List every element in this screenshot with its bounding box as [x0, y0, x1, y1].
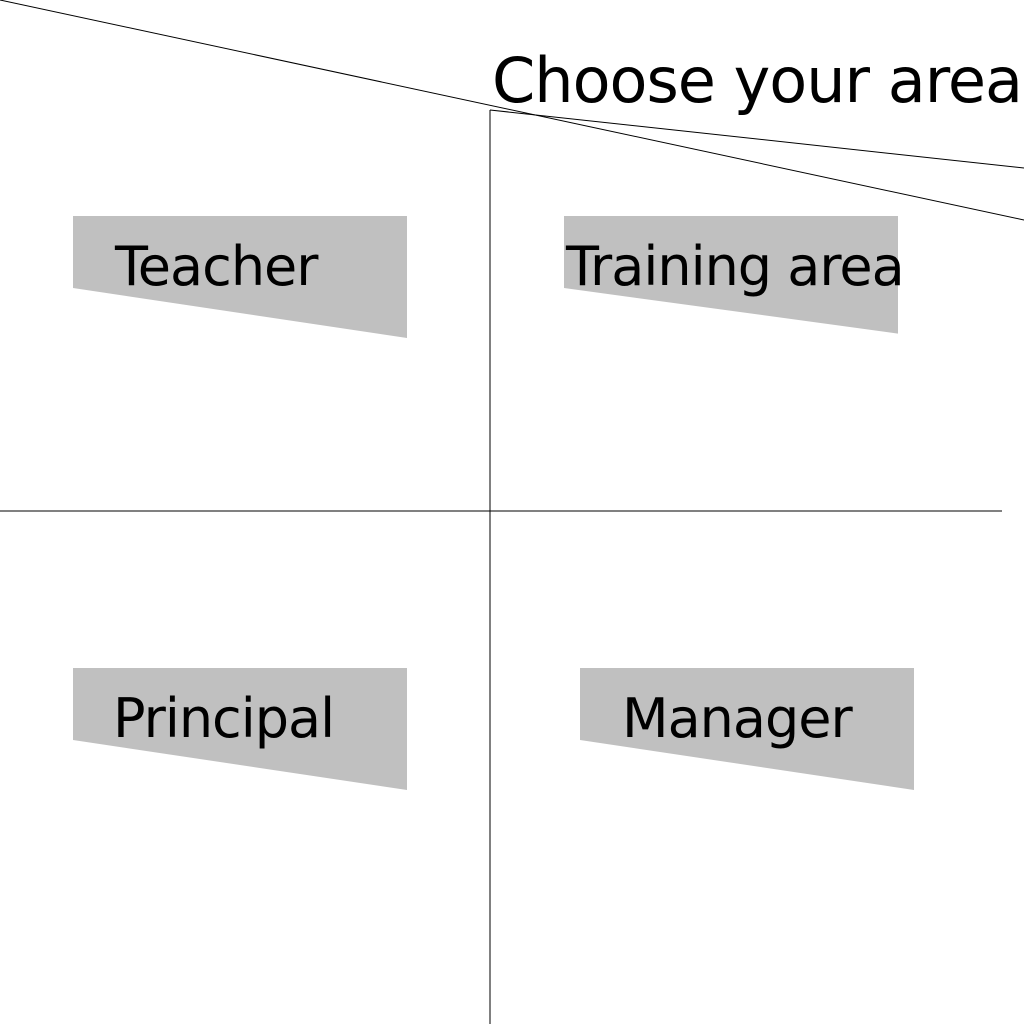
- diagonal-line-lower: [489, 109, 1024, 169]
- manager-option-label: Manager: [622, 687, 853, 750]
- option-background-shape: [73, 668, 407, 790]
- principal-option-label: Principal: [113, 687, 335, 750]
- page-title: Choose your area: [492, 44, 1023, 117]
- training-area-option-button[interactable]: Training area: [564, 216, 905, 338]
- diagonal-line-upper: [0, 0, 1024, 221]
- teacher-option-label: Teacher: [115, 235, 318, 298]
- principal-option-button[interactable]: Principal: [73, 668, 407, 790]
- training-area-option-label: Training area: [566, 235, 905, 298]
- option-background-shape: [580, 668, 914, 790]
- teacher-option-button[interactable]: Teacher: [73, 216, 407, 338]
- option-background-shape: [564, 216, 898, 334]
- manager-option-button[interactable]: Manager: [580, 668, 914, 790]
- option-background-shape: [73, 216, 407, 338]
